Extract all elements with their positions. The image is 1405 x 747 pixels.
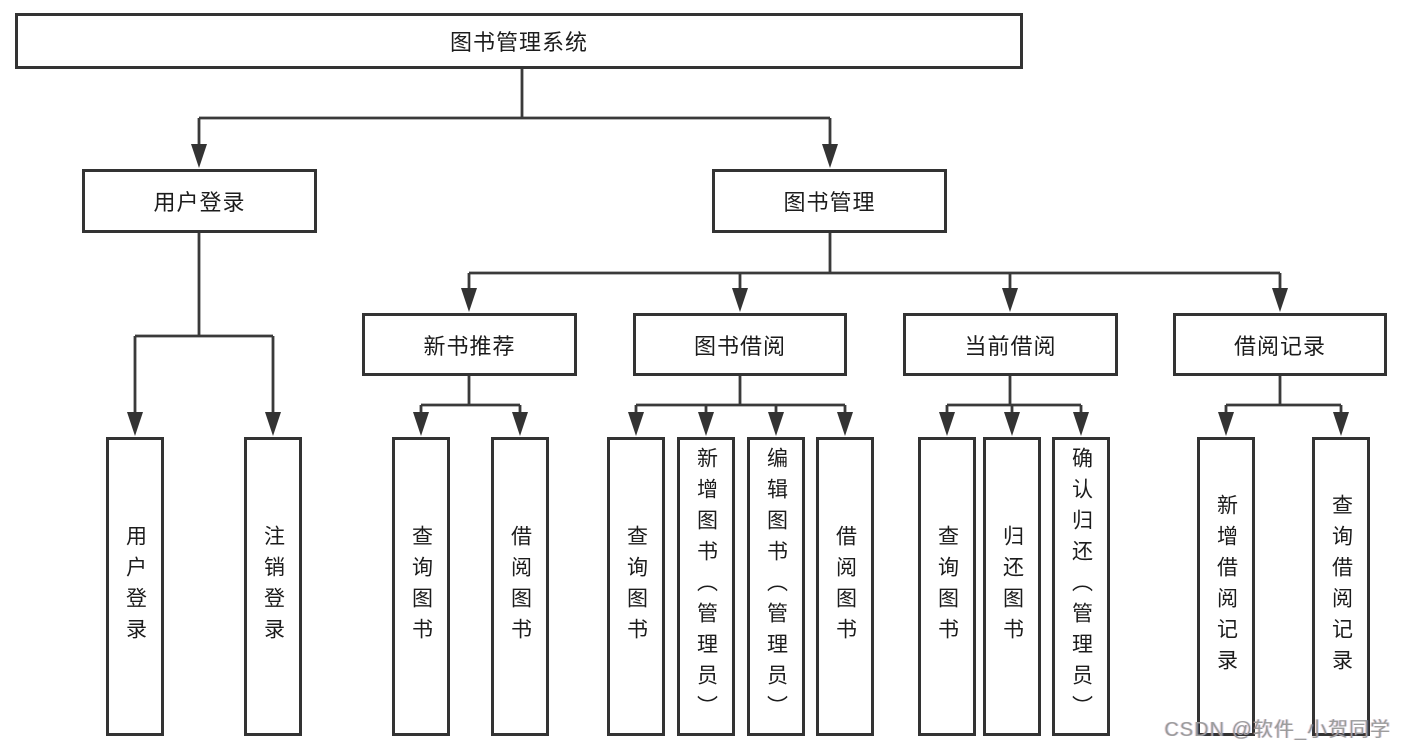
node-leaf-bw-borrow-books-label: 借阅图书 — [833, 524, 857, 649]
node-leaf-bw-query-books-label: 查询图书 — [624, 524, 648, 649]
node-leaf-logout: 注销登录 — [244, 437, 302, 736]
node-leaf-bw-borrow-books: 借阅图书 — [816, 437, 874, 736]
node-leaf-cur-confirm-return-admin-label: 确认归还（管理员） — [1069, 447, 1093, 726]
node-user-login-label: 用户登录 — [153, 190, 246, 215]
node-book-management: 图书管理 — [712, 169, 947, 233]
node-leaf-nb-query-books: 查询图书 — [392, 437, 450, 736]
csdn-watermark: CSDN @软件_小贺同学 — [1164, 719, 1391, 741]
node-root: 图书管理系统 — [15, 13, 1023, 69]
node-new-book-recommend-label: 新书推荐 — [423, 333, 516, 359]
node-leaf-nb-borrow-books: 借阅图书 — [491, 437, 549, 736]
edges-root — [197, 68, 832, 144]
node-book-management-label: 图书管理 — [783, 190, 876, 215]
node-leaf-bw-query-books: 查询图书 — [607, 437, 665, 736]
node-leaf-rec-add-record-label: 新增借阅记录 — [1214, 493, 1238, 680]
node-leaf-cur-confirm-return-admin: 确认归还（管理员） — [1052, 437, 1110, 736]
node-leaf-cur-query-books-label: 查询图书 — [935, 524, 959, 649]
node-book-borrow-label: 图书借阅 — [693, 333, 786, 359]
node-borrow-records-label: 借阅记录 — [1233, 333, 1326, 359]
node-leaf-rec-query-record-label: 查询借阅记录 — [1329, 493, 1353, 680]
arrowheads — [127, 144, 1349, 436]
node-leaf-user-login: 用户登录 — [106, 437, 164, 736]
node-leaf-nb-borrow-books-label: 借阅图书 — [508, 524, 532, 649]
edges-new-book — [419, 375, 522, 412]
edges-current-borrow — [945, 375, 1083, 412]
node-leaf-cur-return-books-label: 归还图书 — [1000, 524, 1024, 649]
node-leaf-cur-return-books: 归还图书 — [983, 437, 1041, 736]
node-leaf-user-login-label: 用户登录 — [123, 524, 147, 649]
node-user-login: 用户登录 — [82, 169, 317, 233]
node-current-borrow-label: 当前借阅 — [964, 333, 1057, 359]
node-new-book-recommend: 新书推荐 — [362, 313, 577, 376]
node-leaf-rec-add-record: 新增借阅记录 — [1197, 437, 1255, 736]
edges-book-borrow — [634, 375, 847, 412]
node-current-borrow: 当前借阅 — [903, 313, 1118, 376]
node-leaf-bw-edit-books-admin: 编辑图书（管理员） — [747, 437, 805, 736]
edges-user-login — [133, 232, 275, 412]
node-leaf-bw-add-books-admin-label: 新增图书（管理员） — [694, 447, 718, 726]
node-root-label: 图书管理系统 — [449, 30, 588, 55]
node-book-borrow: 图书借阅 — [633, 313, 847, 376]
node-leaf-bw-add-books-admin: 新增图书（管理员） — [677, 437, 735, 736]
edges-book-management — [467, 232, 1282, 288]
node-leaf-logout-label: 注销登录 — [261, 524, 285, 649]
edges-borrow-records — [1224, 375, 1343, 412]
node-leaf-nb-query-books-label: 查询图书 — [409, 524, 433, 649]
node-leaf-rec-query-record: 查询借阅记录 — [1312, 437, 1370, 736]
node-leaf-bw-edit-books-admin-label: 编辑图书（管理员） — [764, 447, 788, 726]
node-borrow-records: 借阅记录 — [1173, 313, 1387, 376]
node-leaf-cur-query-books: 查询图书 — [918, 437, 976, 736]
